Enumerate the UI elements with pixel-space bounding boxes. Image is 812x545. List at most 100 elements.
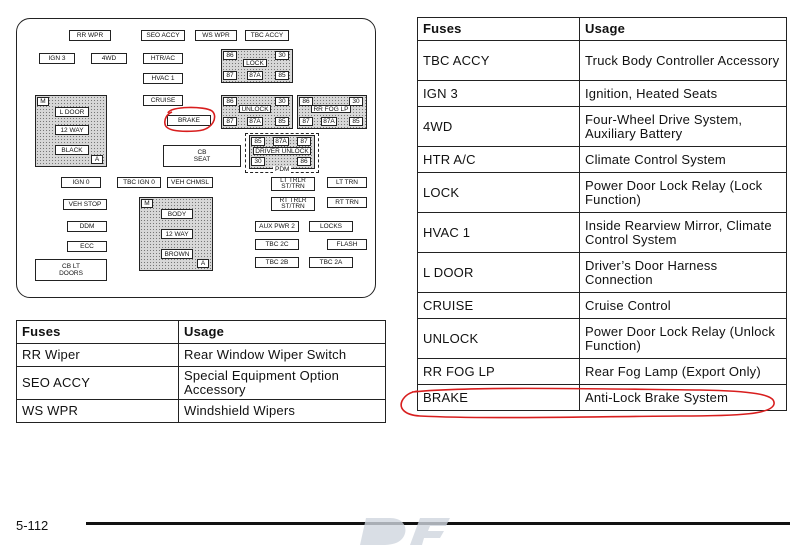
- connector-m-label: M: [141, 199, 153, 208]
- relay-driver-label: DRIVER UNLOCK: [253, 147, 311, 155]
- fuse-cell: LOCK: [417, 172, 580, 213]
- fuse-rr-wpr: RR WPR: [69, 30, 111, 41]
- fuse-cell: IGN 3: [417, 80, 580, 107]
- connector-l-door-label: L DOOR: [55, 107, 89, 117]
- column-header-usage: Usage: [579, 17, 787, 41]
- table-row: L DOOR Driver’s Door Harness Connection: [417, 252, 787, 293]
- usage-cell: Cruise Control: [579, 292, 787, 319]
- fuse-tbc-ign-0: TBC IGN 0: [117, 177, 161, 188]
- usage-cell: Four-Wheel Drive System, Auxiliary Batte…: [579, 106, 787, 147]
- relay-unlock-pin: 87: [223, 117, 237, 126]
- fuse-cruise: CRUISE: [143, 95, 183, 106]
- fuse-brake: BRAKE: [167, 115, 211, 126]
- cb-seat: CB SEAT: [163, 145, 241, 167]
- usage-cell: Truck Body Controller Accessory: [579, 40, 787, 81]
- fuse-ecc: ECC: [67, 241, 107, 252]
- fuse-veh-chmsl: VEH CHMSL: [167, 177, 213, 188]
- relay-fog-pin: 87A: [321, 117, 337, 126]
- connector-a-label: A: [197, 259, 209, 268]
- table-row: RR FOG LP Rear Fog Lamp (Export Only): [417, 358, 787, 385]
- relay-fog-label: RR FOG LP: [311, 105, 351, 113]
- right-fuse-table: Fuses Usage TBC ACCY Truck Body Controll…: [417, 17, 787, 411]
- fuse-tbc-2a: TBC 2A: [309, 257, 353, 268]
- relay-fog-pin: 85: [349, 117, 363, 126]
- relay-unlock-pin: 30: [275, 97, 289, 106]
- fuse-hvac-1: HVAC 1: [143, 73, 183, 84]
- relay-unlock-pin: 85: [275, 117, 289, 126]
- usage-cell: Anti-Lock Brake System: [579, 384, 787, 411]
- table-row: WS WPR Windshield Wipers: [16, 399, 386, 423]
- relay-unlock-pin: 86: [223, 97, 237, 106]
- usage-cell: Power Door Lock Relay (Lock Function): [579, 172, 787, 213]
- watermark-logo: [360, 518, 450, 545]
- table-row: HTR A/C Climate Control System: [417, 146, 787, 173]
- relay-lock-label: LOCK: [243, 59, 267, 67]
- fuse-cell: TBC ACCY: [417, 40, 580, 81]
- connector-brown-label: BROWN: [161, 249, 193, 259]
- fuse-locks: LOCKS: [309, 221, 353, 232]
- fuse-cell: UNLOCK: [417, 318, 580, 359]
- fuse-aux-pwr-2: AUX PWR 2: [255, 221, 299, 232]
- fuse-tbc-2c: TBC 2C: [255, 239, 299, 250]
- fuse-htr-ac: HTR/AC: [143, 53, 183, 64]
- table-row: SEO ACCY Special Equipment Option Access…: [16, 366, 386, 400]
- fuse-lt-trlr-st-trn: LT TRLR ST/TRN: [271, 177, 315, 191]
- fuse-rt-trn: RT TRN: [327, 197, 367, 208]
- relay-lock-pin: 86: [223, 51, 237, 60]
- connector-m-label: M: [37, 97, 49, 106]
- fuse-veh-stop: VEH STOP: [63, 199, 107, 210]
- fuse-seo-accy: SEO ACCY: [141, 30, 185, 41]
- relay-fog-pin: 86: [299, 97, 313, 106]
- fuse-cell: 4WD: [417, 106, 580, 147]
- table-row: UNLOCK Power Door Lock Relay (Unlock Fun…: [417, 318, 787, 359]
- fuse-cell: WS WPR: [16, 399, 179, 423]
- fuse-cell: HVAC 1: [417, 212, 580, 253]
- column-header-fuses: Fuses: [16, 320, 179, 344]
- usage-cell: Rear Fog Lamp (Export Only): [579, 358, 787, 385]
- usage-cell: Windshield Wipers: [178, 399, 386, 423]
- fuse-lt-trn: LT TRN: [327, 177, 367, 188]
- connector-12-way-label: 12 WAY: [161, 229, 193, 239]
- connector-12-way-label: 12 WAY: [55, 125, 89, 135]
- fuse-ign-0: IGN 0: [61, 177, 101, 188]
- fuse-ws-wpr: WS WPR: [195, 30, 237, 41]
- cb-lt-doors: CB LT DOORS: [35, 259, 107, 281]
- table-row: LOCK Power Door Lock Relay (Lock Functio…: [417, 172, 787, 213]
- relay-unlock-pin: 87A: [247, 117, 263, 126]
- pdm-label: PDM: [273, 166, 292, 173]
- relay-lock-pin: 30: [275, 51, 289, 60]
- connector-a-label: A: [91, 155, 103, 164]
- connector-black-label: BLACK: [55, 145, 89, 155]
- fuse-cell: HTR A/C: [417, 146, 580, 173]
- table-row: HVAC 1 Inside Rearview Mirror, Climate C…: [417, 212, 787, 253]
- fuse-tbc-accy: TBC ACCY: [245, 30, 289, 41]
- fuse-cell: RR FOG LP: [417, 358, 580, 385]
- fuse-ign-3: IGN 3: [39, 53, 75, 64]
- relay-driver-pin: 87: [297, 137, 311, 146]
- usage-cell: Rear Window Wiper Switch: [178, 343, 386, 367]
- relay-driver-pin: 87A: [273, 137, 289, 146]
- fuse-4wd: 4WD: [91, 53, 127, 64]
- relay-unlock-label: UNLOCK: [239, 105, 271, 113]
- usage-cell: Inside Rearview Mirror, Climate Control …: [579, 212, 787, 253]
- relay-lock-pin: 85: [275, 71, 289, 80]
- table-row: RR Wiper Rear Window Wiper Switch: [16, 343, 386, 367]
- fuse-flash: FLASH: [327, 239, 367, 250]
- usage-cell: Special Equipment Option Accessory: [178, 366, 386, 400]
- column-header-usage: Usage: [178, 320, 386, 344]
- table-row: BRAKE Anti-Lock Brake System: [417, 384, 787, 411]
- relay-lock-pin: 87A: [247, 71, 263, 80]
- fuse-tbc-2b: TBC 2B: [255, 257, 299, 268]
- relay-lock-pin: 87: [223, 71, 237, 80]
- left-fuse-table: Fuses Usage RR Wiper Rear Window Wiper S…: [16, 320, 386, 423]
- connector-body-label: BODY: [161, 209, 193, 219]
- relay-driver-pin: 86: [297, 157, 311, 166]
- table-row: IGN 3 Ignition, Heated Seats: [417, 80, 787, 107]
- fuse-block-diagram: RR WPR SEO ACCY WS WPR TBC ACCY IGN 3 4W…: [16, 18, 376, 298]
- fuse-cell: CRUISE: [417, 292, 580, 319]
- table-row: TBC ACCY Truck Body Controller Accessory: [417, 40, 787, 81]
- fuse-cell: RR Wiper: [16, 343, 179, 367]
- usage-cell: Climate Control System: [579, 146, 787, 173]
- relay-driver-pin: 85: [251, 137, 265, 146]
- fuse-rt-trlr-st-trn: RT TRLR ST/TRN: [271, 197, 315, 211]
